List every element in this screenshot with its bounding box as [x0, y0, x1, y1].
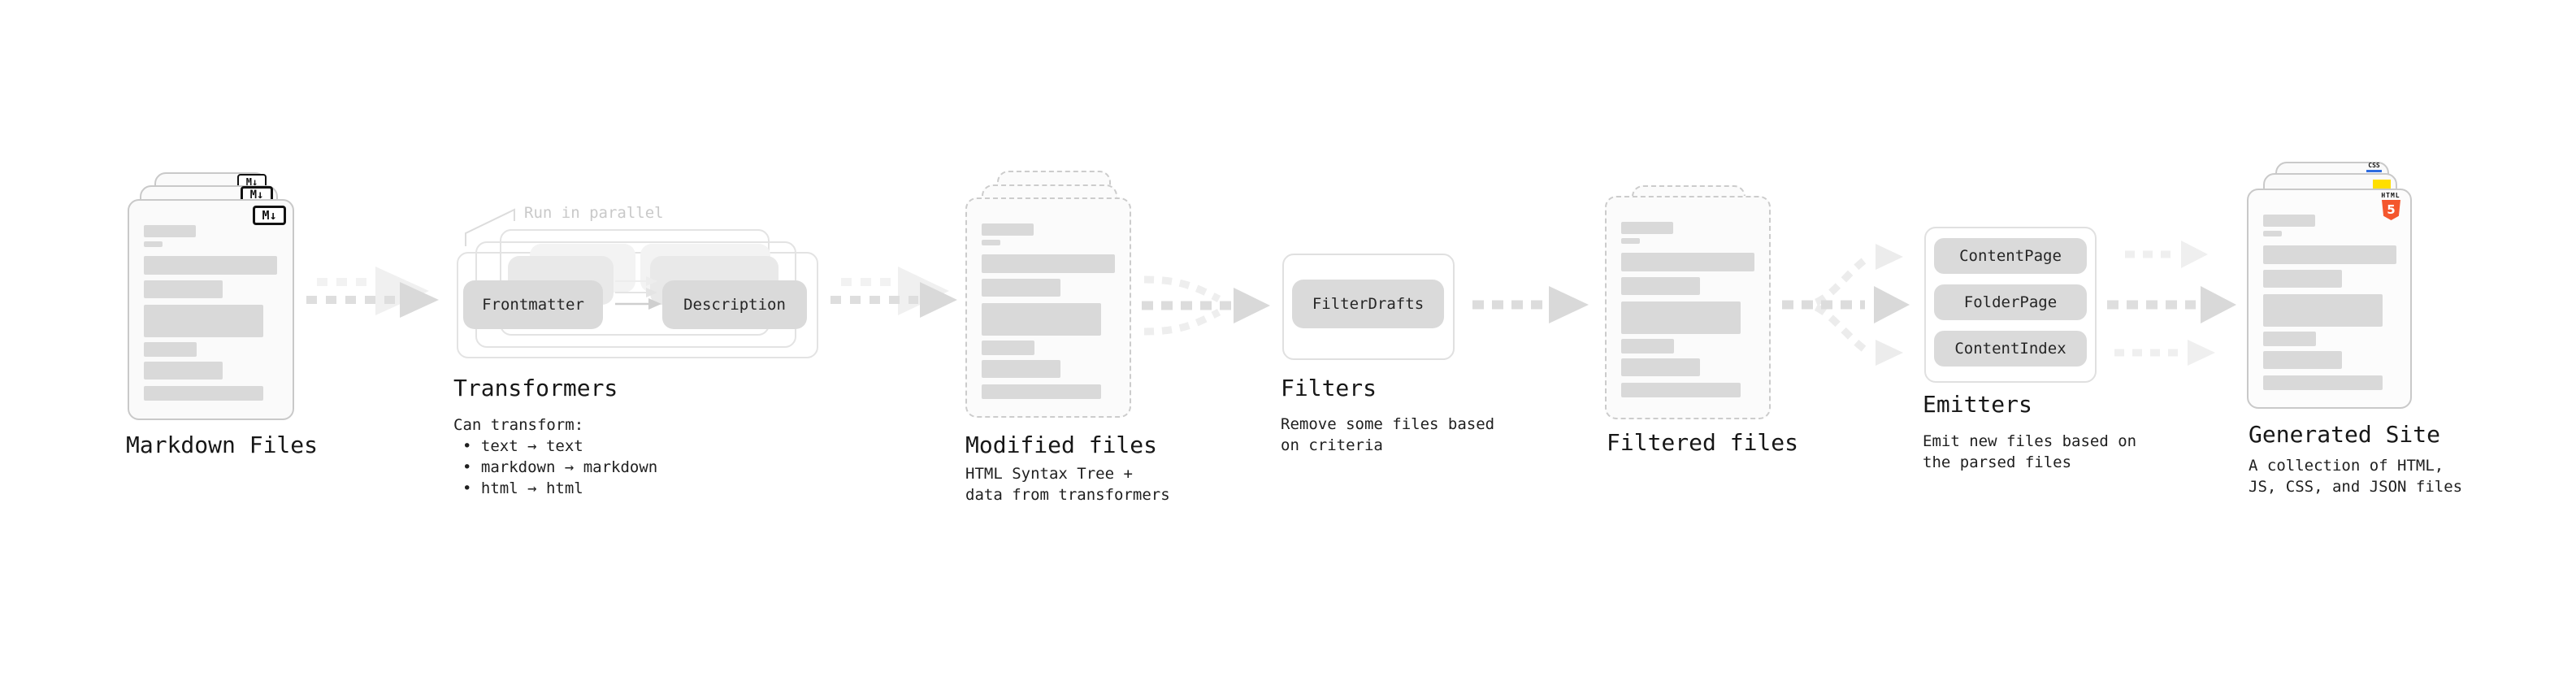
transformers-bullet: • text → text	[462, 437, 583, 455]
modified-files-desc: data from transformers	[965, 486, 1170, 504]
html5-shield-number: 5	[2387, 202, 2396, 217]
text-line-bar	[144, 241, 163, 247]
generated-site-desc: A collection of HTML,	[2249, 457, 2444, 475]
filtered-file-card-front	[1605, 196, 1771, 419]
transformer-frame-front	[457, 252, 818, 358]
text-line-bar	[144, 280, 223, 298]
contentpage-pill: ContentPage	[1934, 238, 2087, 274]
text-line-bar	[2263, 270, 2342, 288]
transformers-title: Transformers	[453, 375, 618, 401]
modified-files-title: Modified files	[965, 432, 1158, 458]
text-line-bar	[1621, 301, 1741, 334]
markdown-icon-label: M↓	[262, 208, 277, 223]
text-line-bar	[144, 362, 223, 380]
text-line-bar	[144, 386, 263, 401]
filters-desc: on criteria	[1281, 436, 1383, 454]
text-line-bar	[144, 342, 197, 357]
frontmatter-pill: Frontmatter	[463, 280, 603, 329]
text-line-bar	[1621, 358, 1700, 376]
filtered-files-title: Filtered files	[1607, 429, 1799, 456]
arrows-emitters-to-generated	[2107, 241, 2236, 366]
css-icon-bar	[2366, 170, 2382, 172]
markdown-file-card-front	[128, 199, 294, 420]
text-line-bar	[982, 279, 1060, 297]
generated-file-card-html	[2247, 189, 2412, 409]
modified-files-desc: HTML Syntax Tree +	[965, 465, 1133, 483]
generated-site-desc: JS, CSS, and JSON files	[2249, 478, 2463, 496]
text-line-bar	[2263, 332, 2316, 346]
text-line-bar	[1621, 339, 1674, 354]
filters-desc: Remove some files based	[1281, 415, 1495, 433]
arrow-filters-to-filtered	[1472, 286, 1589, 323]
filters-title: Filters	[1281, 375, 1377, 401]
html5-icon-label: HTML	[2381, 192, 2400, 199]
text-line-bar	[1621, 383, 1741, 397]
markdown-files-title: Markdown Files	[126, 432, 319, 458]
text-line-bar	[2263, 294, 2383, 327]
transformers-desc-heading: Can transform:	[453, 416, 584, 434]
arrow-modified-to-filters	[1142, 275, 1270, 336]
generated-site-title: Generated Site	[2249, 421, 2441, 448]
arrow-transformers-to-modified	[830, 267, 957, 318]
contentindex-pill: ContentIndex	[1934, 331, 2087, 367]
emitters-title: Emitters	[1923, 391, 2032, 418]
text-line-bar	[982, 340, 1034, 355]
filterdrafts-pill: FilterDrafts	[1292, 280, 1444, 328]
description-pill: Description	[662, 280, 807, 329]
text-line-bar	[982, 384, 1101, 399]
text-line-bar	[1621, 222, 1673, 234]
html5-shield: 5	[2382, 200, 2400, 220]
text-line-bar	[1621, 277, 1700, 295]
emitters-desc: Emit new files based on	[1923, 432, 2137, 450]
text-line-bar	[144, 305, 263, 337]
text-line-bar	[2263, 351, 2342, 369]
text-line-bar	[2263, 215, 2315, 227]
text-line-bar	[982, 303, 1101, 336]
text-line-bar	[144, 256, 277, 275]
text-line-bar	[1621, 253, 1754, 271]
text-line-bar	[144, 225, 196, 237]
arrow-markdown-to-transformers	[306, 267, 439, 318]
markdown-icon-label: M↓	[245, 176, 258, 188]
text-line-bar	[982, 254, 1115, 273]
arrow-filtered-to-emitters	[1782, 244, 1910, 366]
transformers-bullet: • html → html	[462, 479, 583, 497]
markdown-icon-label: M↓	[249, 189, 264, 202]
transformers-bullet: • markdown → markdown	[462, 458, 658, 476]
run-in-parallel-note: Run in parallel	[524, 204, 664, 222]
text-line-bar	[1621, 238, 1640, 244]
text-line-bar	[2263, 245, 2396, 264]
text-line-bar	[982, 360, 1060, 378]
js-icon	[2373, 180, 2391, 189]
emitters-desc: the parsed files	[1923, 453, 2072, 471]
folderpage-pill: FolderPage	[1934, 284, 2087, 320]
css-icon-label: CSS	[2368, 162, 2380, 169]
text-line-bar	[2263, 231, 2282, 236]
text-line-bar	[2263, 375, 2383, 390]
text-line-bar	[982, 240, 1000, 245]
text-line-bar	[982, 223, 1034, 236]
html5-icon: HTML 5	[2379, 192, 2402, 220]
markdown-icon: M↓	[253, 206, 286, 225]
css-icon: CSS	[2366, 163, 2382, 172]
modified-file-card-front	[965, 197, 1131, 418]
